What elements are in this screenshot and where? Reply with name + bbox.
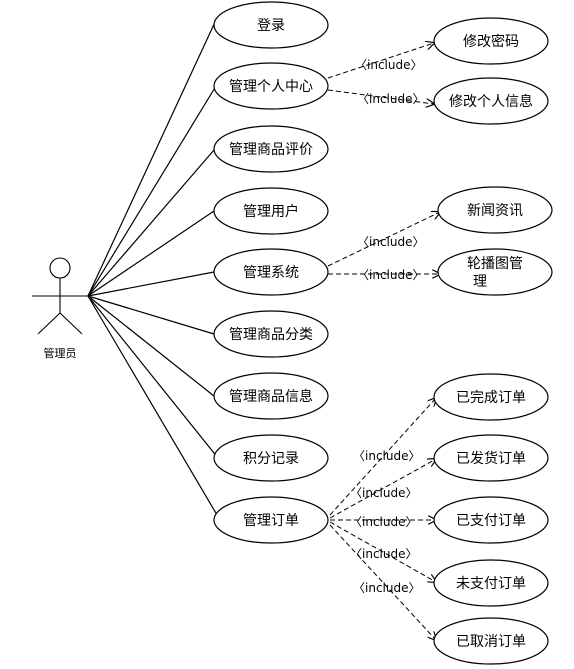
use-case-personal-center[interactable]: 管理个人中心 bbox=[213, 62, 329, 110]
include-arrow-change-password bbox=[327, 43, 434, 79]
include-arrow-shipped bbox=[329, 459, 436, 519]
actor-head bbox=[49, 257, 71, 279]
association-category bbox=[87, 295, 215, 335]
association-personal bbox=[87, 85, 217, 297]
include-arrow-completed bbox=[329, 398, 436, 516]
use-case-login[interactable]: 登录 bbox=[213, 1, 329, 49]
use-case-label: 修改密码 bbox=[463, 33, 519, 50]
include-label: 〈include〉 bbox=[353, 449, 420, 463]
included-use-cases: 修改密码 修改个人信息 新闻资讯 轮播图管 理 已完成订单 已发货订单 已支付订… bbox=[433, 17, 553, 665]
actor-label: 管理员 bbox=[44, 346, 77, 360]
use-case-label: 管理商品评价 bbox=[229, 142, 313, 158]
actor-admin: 管理员 bbox=[32, 257, 88, 360]
include-relations bbox=[327, 43, 440, 640]
actor-left-leg bbox=[37, 312, 61, 335]
use-case-paid-orders[interactable]: 已支付订单 bbox=[433, 496, 549, 544]
use-case-completed-orders[interactable]: 已完成订单 bbox=[433, 373, 549, 421]
use-case-label: 管理用户 bbox=[243, 203, 299, 220]
use-case-change-password[interactable]: 修改密码 bbox=[433, 17, 549, 65]
include-arrow-cancelled bbox=[329, 524, 436, 640]
use-case-label: 管理商品信息 bbox=[229, 388, 313, 405]
include-arrow-edit-profile bbox=[327, 89, 434, 104]
use-case-product-review[interactable]: 管理商品评价 bbox=[213, 125, 329, 173]
use-case-label: 管理商品分类 bbox=[229, 327, 313, 343]
actor-right-leg bbox=[59, 312, 83, 335]
use-case-users[interactable]: 管理用户 bbox=[213, 187, 329, 235]
use-case-label: 已取消订单 bbox=[456, 634, 526, 650]
include-label: 〈include〉 bbox=[357, 268, 424, 282]
association-system bbox=[87, 271, 215, 297]
use-case-points[interactable]: 积分记录 bbox=[213, 434, 329, 482]
use-case-label: 修改个人信息 bbox=[449, 93, 533, 110]
include-label: 〈include〉 bbox=[350, 547, 417, 561]
use-case-label: 积分记录 bbox=[243, 451, 299, 467]
use-case-orders[interactable]: 管理订单 bbox=[213, 496, 329, 544]
association-login bbox=[87, 19, 217, 297]
use-case-label: 已完成订单 bbox=[456, 390, 526, 406]
include-label: 〈include〉 bbox=[357, 92, 424, 106]
use-case-label: 管理订单 bbox=[243, 513, 299, 529]
include-arrow-news bbox=[327, 212, 440, 267]
include-label: 〈include〉 bbox=[350, 486, 417, 500]
association-orders bbox=[87, 295, 221, 521]
associations bbox=[87, 19, 221, 521]
include-label: 〈include〉 bbox=[355, 58, 422, 72]
use-case-carousel[interactable]: 轮播图管 理 bbox=[437, 248, 553, 296]
use-case-label: 新闻资讯 bbox=[467, 203, 523, 219]
use-case-news[interactable]: 新闻资讯 bbox=[437, 186, 553, 234]
association-review bbox=[87, 149, 215, 297]
use-cases: 登录 管理个人中心 管理商品评价 管理用户 管理系统 管理商品分类 管理商品信息 bbox=[213, 1, 329, 544]
use-case-label: 未支付订单 bbox=[456, 576, 526, 592]
use-case-cancelled-orders[interactable]: 已取消订单 bbox=[433, 617, 549, 665]
include-labels: 〈include〉 〈include〉 〈include〉 〈include〉 … bbox=[350, 58, 424, 595]
association-users bbox=[87, 210, 215, 297]
include-label: 〈include〉 bbox=[350, 515, 417, 529]
include-label: 〈include〉 bbox=[353, 581, 420, 595]
use-case-label: 管理系统 bbox=[243, 265, 299, 281]
use-case-label: 管理个人中心 bbox=[229, 79, 313, 95]
use-case-label: 登录 bbox=[257, 18, 285, 34]
use-case-label-line: 轮播图管 bbox=[467, 256, 523, 272]
association-points bbox=[87, 295, 219, 459]
use-case-label-line: 理 bbox=[473, 274, 487, 290]
use-case-label: 已发货订单 bbox=[456, 450, 526, 467]
use-case-category[interactable]: 管理商品分类 bbox=[213, 310, 329, 358]
use-case-unpaid-orders[interactable]: 未支付订单 bbox=[433, 559, 549, 607]
use-case-edit-profile[interactable]: 修改个人信息 bbox=[433, 77, 549, 125]
use-case-label: 已支付订单 bbox=[456, 513, 526, 529]
include-label: 〈include〉 bbox=[357, 235, 424, 249]
use-case-product-info[interactable]: 管理商品信息 bbox=[213, 372, 329, 420]
use-case-shipped-orders[interactable]: 已发货订单 bbox=[433, 434, 549, 482]
include-arrow-unpaid bbox=[329, 521, 436, 582]
association-product bbox=[87, 295, 215, 397]
use-case-system[interactable]: 管理系统 bbox=[213, 248, 329, 296]
